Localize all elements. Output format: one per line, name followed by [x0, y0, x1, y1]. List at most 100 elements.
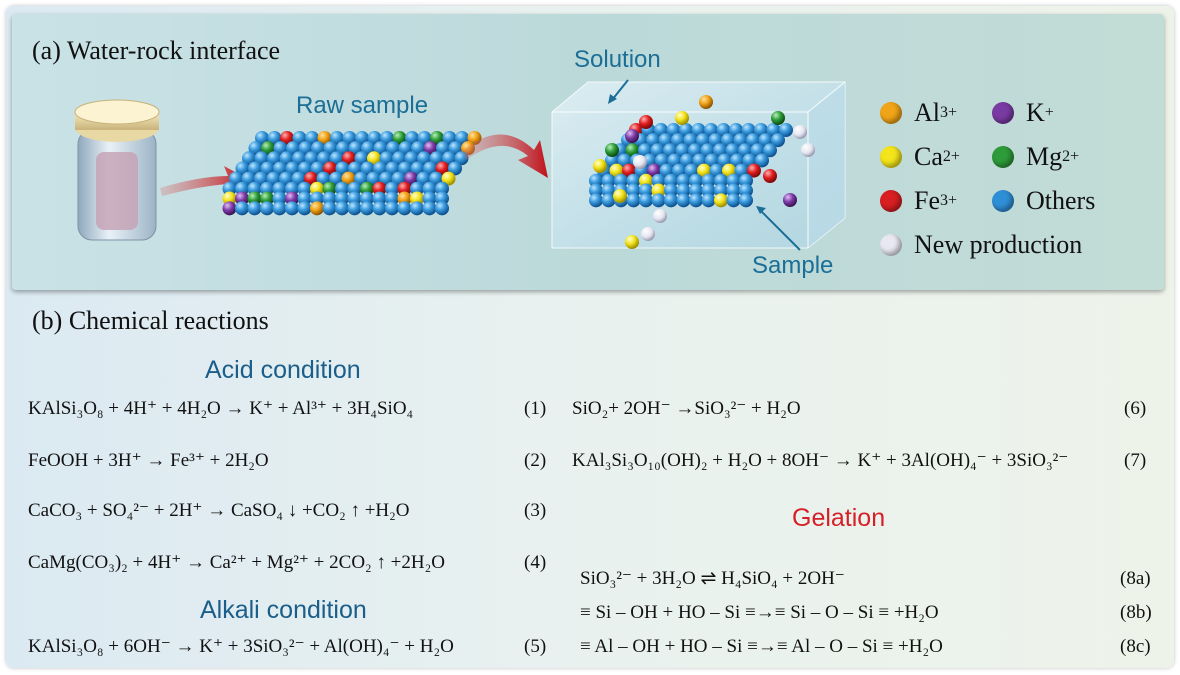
mineral-ball [292, 151, 306, 166]
equation: KAlSi₃O₈ + 4H⁺ + 4H₂O → K⁺ + Al³⁺ + 3H₄S… [28, 398, 414, 419]
mineral-ball [361, 141, 375, 156]
mineral-ball [676, 193, 691, 208]
mineral-ball [435, 181, 449, 196]
mineral-ball [779, 123, 793, 137]
ion-ball [397, 191, 412, 206]
gelation-heading: Gelation [792, 504, 886, 532]
mineral-ball [664, 193, 678, 208]
k-ion-dot-icon [992, 102, 1014, 124]
mineral-ball [322, 201, 337, 216]
floating-ion [783, 193, 797, 207]
ion-ball [247, 191, 262, 206]
mineral-ball [355, 131, 369, 145]
ion-ball [317, 131, 332, 145]
mineral-ball [354, 151, 369, 166]
mineral-ball [455, 131, 469, 145]
floating-ion [605, 143, 619, 157]
equation: SiO₂+ 2OH⁻ →SiO₃²⁻ + H₂O [572, 398, 801, 419]
mineral-ball [435, 201, 449, 216]
mineral-ball [248, 161, 262, 176]
sample-pointer [759, 209, 801, 251]
mineral-ball [701, 173, 716, 188]
ion-ball [392, 131, 407, 145]
ion-ball [322, 181, 337, 196]
mineral-ball [397, 201, 412, 216]
ion-ball [367, 151, 381, 166]
mineral-ball [651, 173, 666, 188]
sample-label: Sample [752, 252, 834, 279]
ion-ball [304, 171, 318, 186]
mineral-ball [347, 181, 362, 196]
ion-ball [430, 131, 444, 145]
mineral-ball [429, 171, 443, 186]
floating-ion [593, 159, 607, 173]
mineral-ball [726, 183, 741, 198]
legend-item: New production [880, 230, 1082, 260]
mineral-ball [442, 131, 457, 145]
ion-ball [342, 151, 356, 166]
ion-ball [372, 181, 387, 196]
legend-label: Others [1026, 186, 1096, 215]
mineral-ball [285, 181, 299, 196]
legend-charge: + [1044, 104, 1054, 121]
mineral-ball [336, 141, 350, 156]
floating-ion [801, 143, 815, 157]
ion-ball [222, 191, 237, 206]
mineral-ball [347, 201, 362, 216]
mineral-ball [298, 141, 313, 156]
mineral-ball [272, 201, 287, 216]
ion-ball [260, 191, 274, 206]
equation-number: (3) [524, 500, 547, 521]
mineral-ball [689, 183, 703, 198]
floating-ion [641, 227, 655, 241]
mineral-ball [297, 191, 312, 206]
equation-number: (1) [524, 398, 547, 419]
mineral-ball [639, 193, 653, 208]
mineral-ball [316, 171, 331, 186]
equation: ≡ Si – OH + HO – Si ≡→≡ Si – O – Si ≡ +H… [580, 602, 939, 623]
mineral-ball [404, 151, 419, 166]
mineral-ball [305, 131, 319, 145]
mineral-ball [272, 181, 287, 196]
al-ion-dot-icon [880, 102, 902, 124]
mineral-ball [405, 131, 419, 145]
ion-ball [341, 171, 356, 186]
mineral-ball [410, 181, 424, 196]
mineral-ball [254, 151, 269, 166]
mineral-ball [373, 141, 388, 156]
mineral-ball [398, 141, 413, 156]
mineral-ball [291, 171, 306, 186]
mineral-ball [410, 201, 424, 216]
mineral-ball [392, 151, 406, 166]
mineral-ball [247, 181, 262, 196]
mineral-ball [248, 141, 263, 156]
ion-ball [404, 171, 418, 186]
equation: ≡ Al – OH + HO – Si ≡→≡ Al – O – Si ≡ +H… [580, 636, 943, 657]
equation: KAl₃Si₃O₁₀(OH)₂ + H₂O + 8OH⁻ → K⁺ + 3Al(… [572, 450, 1069, 471]
mineral-ball [372, 201, 387, 216]
legend-charge: 2+ [1062, 148, 1080, 165]
mineral-ball [335, 201, 349, 216]
ion-ball [280, 131, 294, 145]
mineral-ball [417, 131, 432, 145]
ion-ball [714, 193, 728, 208]
mineral-ball [347, 191, 362, 206]
floating-ion [613, 189, 627, 203]
mineral-ball [360, 161, 375, 176]
floating-ion [625, 129, 639, 143]
mineral-ball [222, 181, 237, 196]
ion-ball [410, 191, 424, 206]
mineral-ball [614, 173, 628, 188]
mineral-ball [286, 141, 300, 156]
floating-ion [639, 115, 653, 129]
mineral-ball [241, 171, 256, 186]
mineral-ball [385, 191, 399, 206]
mineral-ball [279, 171, 293, 186]
mineral-ball [385, 161, 400, 176]
mineral-ball [726, 173, 741, 188]
floating-ion [625, 235, 639, 249]
mineral-ball [601, 183, 616, 198]
mineral-ball [329, 171, 343, 186]
mineral-ball [285, 201, 299, 216]
